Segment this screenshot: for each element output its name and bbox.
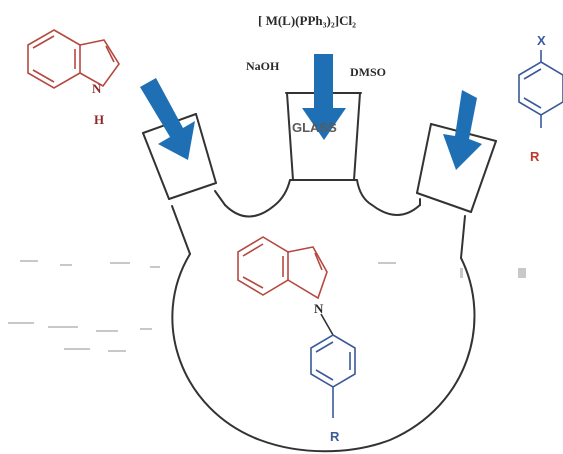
aryl-halide-r-label: R [530,149,540,164]
three-neck-flask [142,92,497,453]
right-arrow [443,90,482,170]
addition-arrows [140,54,482,170]
catalyst-label: [ M(L)(PPh₃)₂]Cl₂ [258,13,356,28]
background-specks [8,260,526,352]
solvent-label: DMSO [350,65,386,79]
left-arrow [140,78,195,160]
indole-hydrogen-label: H [94,112,105,127]
aryl-halide-structure [518,50,563,128]
product-r-label: R [330,429,340,444]
indole-structure [27,29,120,89]
aryl-halide-x-label: X [537,33,546,48]
product-nitrogen-label: N [314,301,324,316]
product-aryl [310,313,356,418]
glass-joint-label: GLASS [292,120,337,135]
base-label: NaOH [246,59,280,73]
center-arrow [302,54,346,140]
product-indole [237,236,328,300]
indole-nitrogen-label: N [92,81,102,96]
